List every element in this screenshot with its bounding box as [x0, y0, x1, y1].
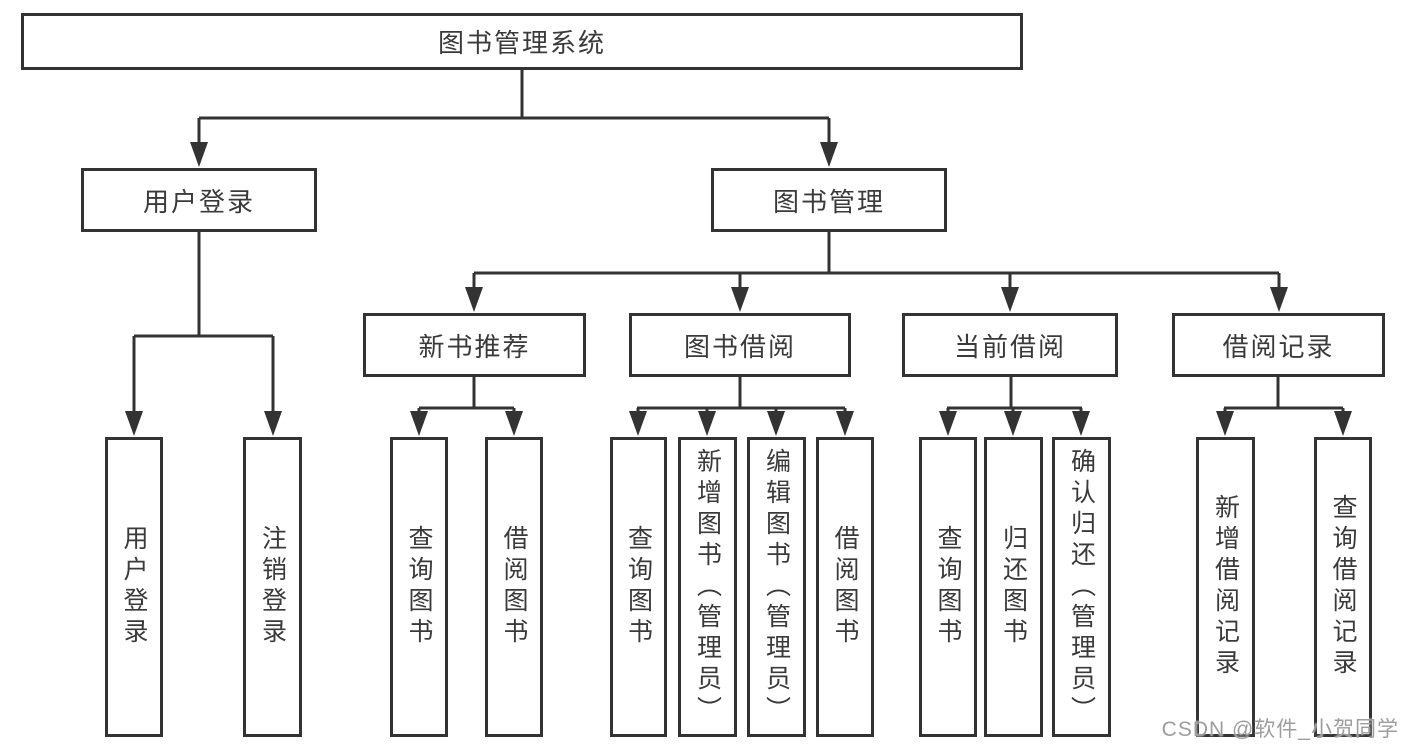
- leaf-logout: 注销登录: [243, 437, 302, 737]
- csdn-watermark: CSDN @软件_小贺同学: [1161, 718, 1399, 741]
- leaf-query-books-borrow: 查询图书: [610, 437, 667, 737]
- node-new-book-recommend: 新书推荐: [363, 313, 586, 377]
- leaf-add-books-admin: 新增图书（管理员）: [678, 437, 737, 737]
- node-borrowing-records: 借阅记录: [1172, 313, 1385, 377]
- leaf-return-books: 归还图书: [984, 437, 1043, 737]
- leaf-borrow-books-recommend: 借阅图书: [485, 437, 543, 737]
- leaf-query-books-recommend: 查询图书: [390, 437, 448, 737]
- leaf-borrow-books: 借阅图书: [816, 437, 874, 737]
- leaf-query-books-current: 查询图书: [919, 437, 977, 737]
- arrowhead-icons: [125, 142, 1352, 436]
- leaf-query-borrow-record: 查询借阅记录: [1314, 437, 1372, 737]
- leaf-add-borrow-record: 新增借阅记录: [1196, 437, 1255, 737]
- leaf-user-login: 用户登录: [105, 437, 163, 737]
- node-book-borrowing: 图书借阅: [629, 313, 851, 377]
- node-book-management: 图书管理: [711, 168, 947, 232]
- leaf-confirm-return-admin: 确认归还（管理员）: [1052, 437, 1111, 737]
- node-library-management-system: 图书管理系统: [21, 13, 1023, 70]
- node-current-borrowing: 当前借阅: [902, 313, 1118, 377]
- leaf-edit-books-admin: 编辑图书（管理员）: [747, 437, 806, 737]
- node-user-login: 用户登录: [81, 168, 317, 232]
